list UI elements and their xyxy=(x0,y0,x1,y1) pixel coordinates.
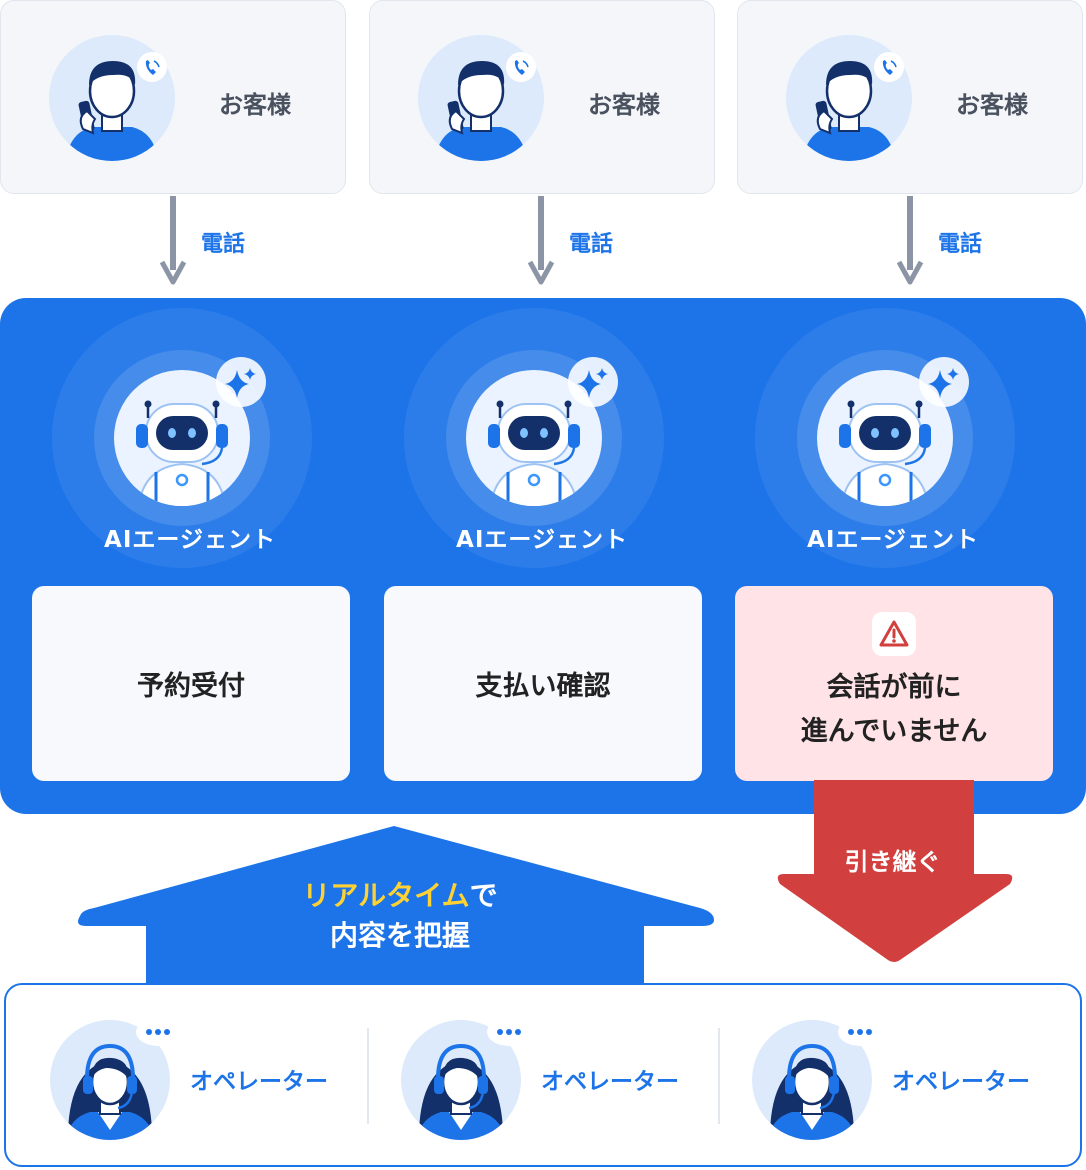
customer-card-2: お客様 xyxy=(369,0,715,194)
operator-avatar-icon xyxy=(752,1016,888,1140)
warning-text-line-1: 会話が前に xyxy=(826,671,962,703)
customer-label: お客様 xyxy=(588,91,660,119)
agent-label: AIエージェント xyxy=(456,527,628,553)
operator-divider xyxy=(718,1028,720,1124)
customer-avatar-icon xyxy=(416,33,551,168)
operator-avatar-icon xyxy=(401,1016,537,1140)
realtime-highlight: リアルタイム xyxy=(302,879,470,912)
operator-label: オペレーター xyxy=(541,1069,679,1095)
call-label: 電話 xyxy=(201,232,246,257)
down-arrow-icon xyxy=(521,196,561,290)
agent-label: AIエージェント xyxy=(807,527,979,553)
call-label: 電話 xyxy=(569,232,614,257)
down-arrow-icon xyxy=(153,196,193,290)
customer-card-3: お客様 xyxy=(737,0,1083,194)
customer-card-1: お客様 xyxy=(0,0,346,194)
task-label: 支払い確認 xyxy=(475,671,611,702)
realtime-suffix: で xyxy=(469,879,498,912)
operator-label: オペレーター xyxy=(190,1069,328,1095)
operator-avatar-icon xyxy=(50,1016,186,1140)
task-label: 予約受付 xyxy=(137,671,245,702)
customer-label: お客様 xyxy=(219,91,291,119)
handover-down-arrow xyxy=(777,780,1013,962)
warning-text-line-2: 進んでいません xyxy=(800,715,988,747)
warning-icon xyxy=(872,611,916,656)
operator-label: オペレーター xyxy=(892,1069,1030,1095)
task-box-reservation: 予約受付 xyxy=(32,586,350,781)
customer-label: お客様 xyxy=(956,91,1028,119)
operator-panel xyxy=(4,983,1082,1167)
realtime-arrow-text: リアルタイムで 内容を把握 xyxy=(260,876,540,956)
customer-avatar-icon xyxy=(47,33,182,168)
customer-avatar-icon xyxy=(784,33,919,168)
realtime-line2: 内容を把握 xyxy=(329,919,470,952)
down-arrow-icon xyxy=(890,196,930,290)
agent-label: AIエージェント xyxy=(104,527,276,553)
realtime-up-arrow xyxy=(78,826,714,986)
handover-label: 引き継ぐ xyxy=(844,848,941,876)
operator-divider xyxy=(367,1028,369,1124)
task-box-payment: 支払い確認 xyxy=(384,586,702,781)
task-box-warning: 会話が前に 進んでいません xyxy=(735,586,1053,781)
call-label: 電話 xyxy=(938,232,983,257)
